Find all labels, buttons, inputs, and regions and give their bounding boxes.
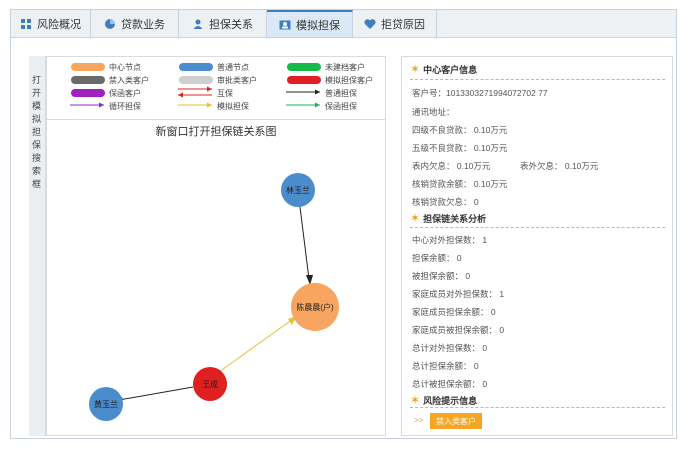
node-label: 陈晨晨(户) (296, 302, 334, 312)
tab-bar: 风险概况 贷款业务 担保关系 模拟担保 拒贷原因 (11, 10, 676, 38)
heart-icon (364, 18, 376, 29)
legend-label: 中心节点 (109, 63, 141, 72)
family-external-guarantees: 家庭成员对外担保数： 1 (412, 289, 505, 299)
legend-label: 保函客户 (109, 89, 141, 98)
writeoff-loan-balance: 核销贷款余额： 0.10万元 (412, 179, 508, 189)
divider (410, 407, 665, 408)
simulated-arrow-icon (178, 102, 212, 108)
graph-node-normal[interactable]: 黄玉兰 (89, 387, 123, 421)
node-label: 王成 (202, 379, 218, 389)
risk-tag-button[interactable]: 禁入类客户 (430, 413, 482, 429)
graph-node-simulated[interactable]: 王成 (193, 367, 227, 401)
off-balance-interest: 表外欠息： 0.10万元 (520, 161, 599, 171)
section-header-risk-tips: ✶ 风险提示信息 (410, 393, 477, 407)
info-panel: ✶ 中心客户信息 客户号：1013303271994072702 77 通讯地址… (401, 56, 673, 436)
legend-swatch-letter (71, 89, 105, 97)
legend-label: 互保 (217, 89, 233, 98)
grid-icon (21, 18, 31, 29)
tab-label: 担保关系 (209, 18, 253, 31)
normal-arrow-icon (286, 89, 320, 95)
section-title: 中心客户信息 (423, 64, 478, 75)
legend-label: 模拟担保 (217, 102, 249, 111)
star-icon: ✶ (410, 211, 421, 225)
star-icon: ✶ (410, 62, 421, 76)
node-label: 林玉兰 (286, 185, 310, 195)
search-toggle-label: 打开模拟担保搜索框 (32, 75, 42, 189)
app-frame: 风险概况 贷款业务 担保关系 模拟担保 拒贷原因 打开模拟担保搜索框 中心节点 (10, 9, 677, 439)
bad-loan-grade4: 四级不良贷款： 0.10万元 (412, 125, 508, 135)
graph-panel: 中心节点 普通节点 未建档客户 禁入类客户 审批类客户 模拟担保客户 保函客户 (46, 56, 386, 436)
node-label: 黄玉兰 (94, 399, 118, 409)
bad-loan-grade5: 五级不良贷款： 0.10万元 (412, 143, 508, 153)
section-title: 担保链关系分析 (423, 213, 487, 224)
id-card-icon (279, 20, 291, 29)
legend-label: 模拟担保客户 (325, 76, 373, 85)
family-guarantee-balance: 家庭成员担保余额： 0 (412, 307, 496, 317)
tab-risk-overview[interactable]: 风险概况 (11, 10, 91, 37)
mutual-arrow-icon (178, 86, 212, 98)
legend-swatch-approval (179, 76, 213, 84)
graph-node-normal[interactable]: 林玉兰 (281, 173, 315, 207)
search-toggle-strip[interactable]: 打开模拟担保搜索框 (29, 56, 46, 436)
family-guaranteed-balance: 家庭成员被担保余额： 0 (412, 325, 505, 335)
legend-label: 审批类客户 (217, 76, 257, 85)
tab-refusal-reason[interactable]: 拒贷原因 (353, 10, 437, 37)
total-guaranteed-balance: 总计被担保余额： 0 (412, 379, 488, 389)
center-external-guarantees: 中心对外担保数： 1 (412, 235, 488, 245)
legend-swatch-unregistered (287, 63, 321, 71)
address: 通讯地址： (412, 107, 455, 117)
total-external-guarantees: 总计对外担保数： 0 (412, 343, 488, 353)
section-header-guarantee-chain: ✶ 担保链关系分析 (410, 211, 486, 225)
customer-number: 客户号：1013303271994072702 77 (412, 88, 548, 98)
legend-label: 禁入类客户 (109, 76, 149, 85)
edge-simulated (211, 318, 294, 378)
legend-label: 循环担保 (109, 102, 141, 111)
tab-loan-business[interactable]: 贷款业务 (91, 10, 179, 37)
legend-swatch-normal (179, 63, 213, 71)
section-title: 风险提示信息 (423, 395, 478, 406)
circular-arrow-icon (70, 102, 104, 108)
legend-swatch-forbidden (71, 76, 105, 84)
legend-label: 普通节点 (217, 63, 249, 72)
legend-label: 保函担保 (325, 102, 357, 111)
edge-normal (298, 198, 310, 280)
on-balance-interest: 表内欠息： 0.10万元 (412, 161, 491, 171)
tab-label: 贷款业务 (121, 18, 165, 31)
edge-normal-arrowhead (306, 275, 313, 285)
legend-swatch-center (71, 63, 105, 71)
tab-content: 打开模拟担保搜索框 中心节点 普通节点 未建档客户 禁入类客户 审批类客户 模拟… (11, 38, 676, 438)
guaranteed-balance: 被担保余额： 0 (412, 271, 471, 281)
tab-label: 模拟担保 (296, 19, 340, 32)
tab-guarantee-relation[interactable]: 担保关系 (179, 10, 267, 37)
section-header-center-customer: ✶ 中心客户信息 (410, 62, 477, 76)
tab-label: 风险概况 (37, 18, 81, 31)
divider (410, 227, 665, 228)
edge-normal (118, 386, 194, 401)
pie-icon (105, 18, 115, 29)
graph-node-center[interactable]: 陈晨晨(户) (291, 283, 339, 331)
tab-simulated-guarantee[interactable]: 模拟担保 (267, 10, 353, 37)
tab-label: 拒贷原因 (381, 18, 425, 31)
legend-label: 普通担保 (325, 89, 357, 98)
guarantee-balance: 担保余额： 0 (412, 253, 462, 263)
letter-arrow-icon (286, 102, 320, 108)
chevron-right-icon: >> (414, 416, 424, 425)
divider (410, 79, 665, 80)
legend-swatch-simulated (287, 76, 321, 84)
total-guarantee-balance: 总计担保余额： 0 (412, 361, 479, 371)
legend: 中心节点 普通节点 未建档客户 禁入类客户 审批类客户 模拟担保客户 保函客户 (47, 57, 385, 120)
legend-label: 未建档客户 (325, 63, 365, 72)
person-icon (193, 19, 203, 29)
graph-title-link[interactable]: 新窗口打开担保链关系图 (155, 126, 277, 138)
writeoff-loan-interest: 核销贷款欠息： 0 (412, 197, 479, 207)
star-icon: ✶ (410, 393, 421, 407)
